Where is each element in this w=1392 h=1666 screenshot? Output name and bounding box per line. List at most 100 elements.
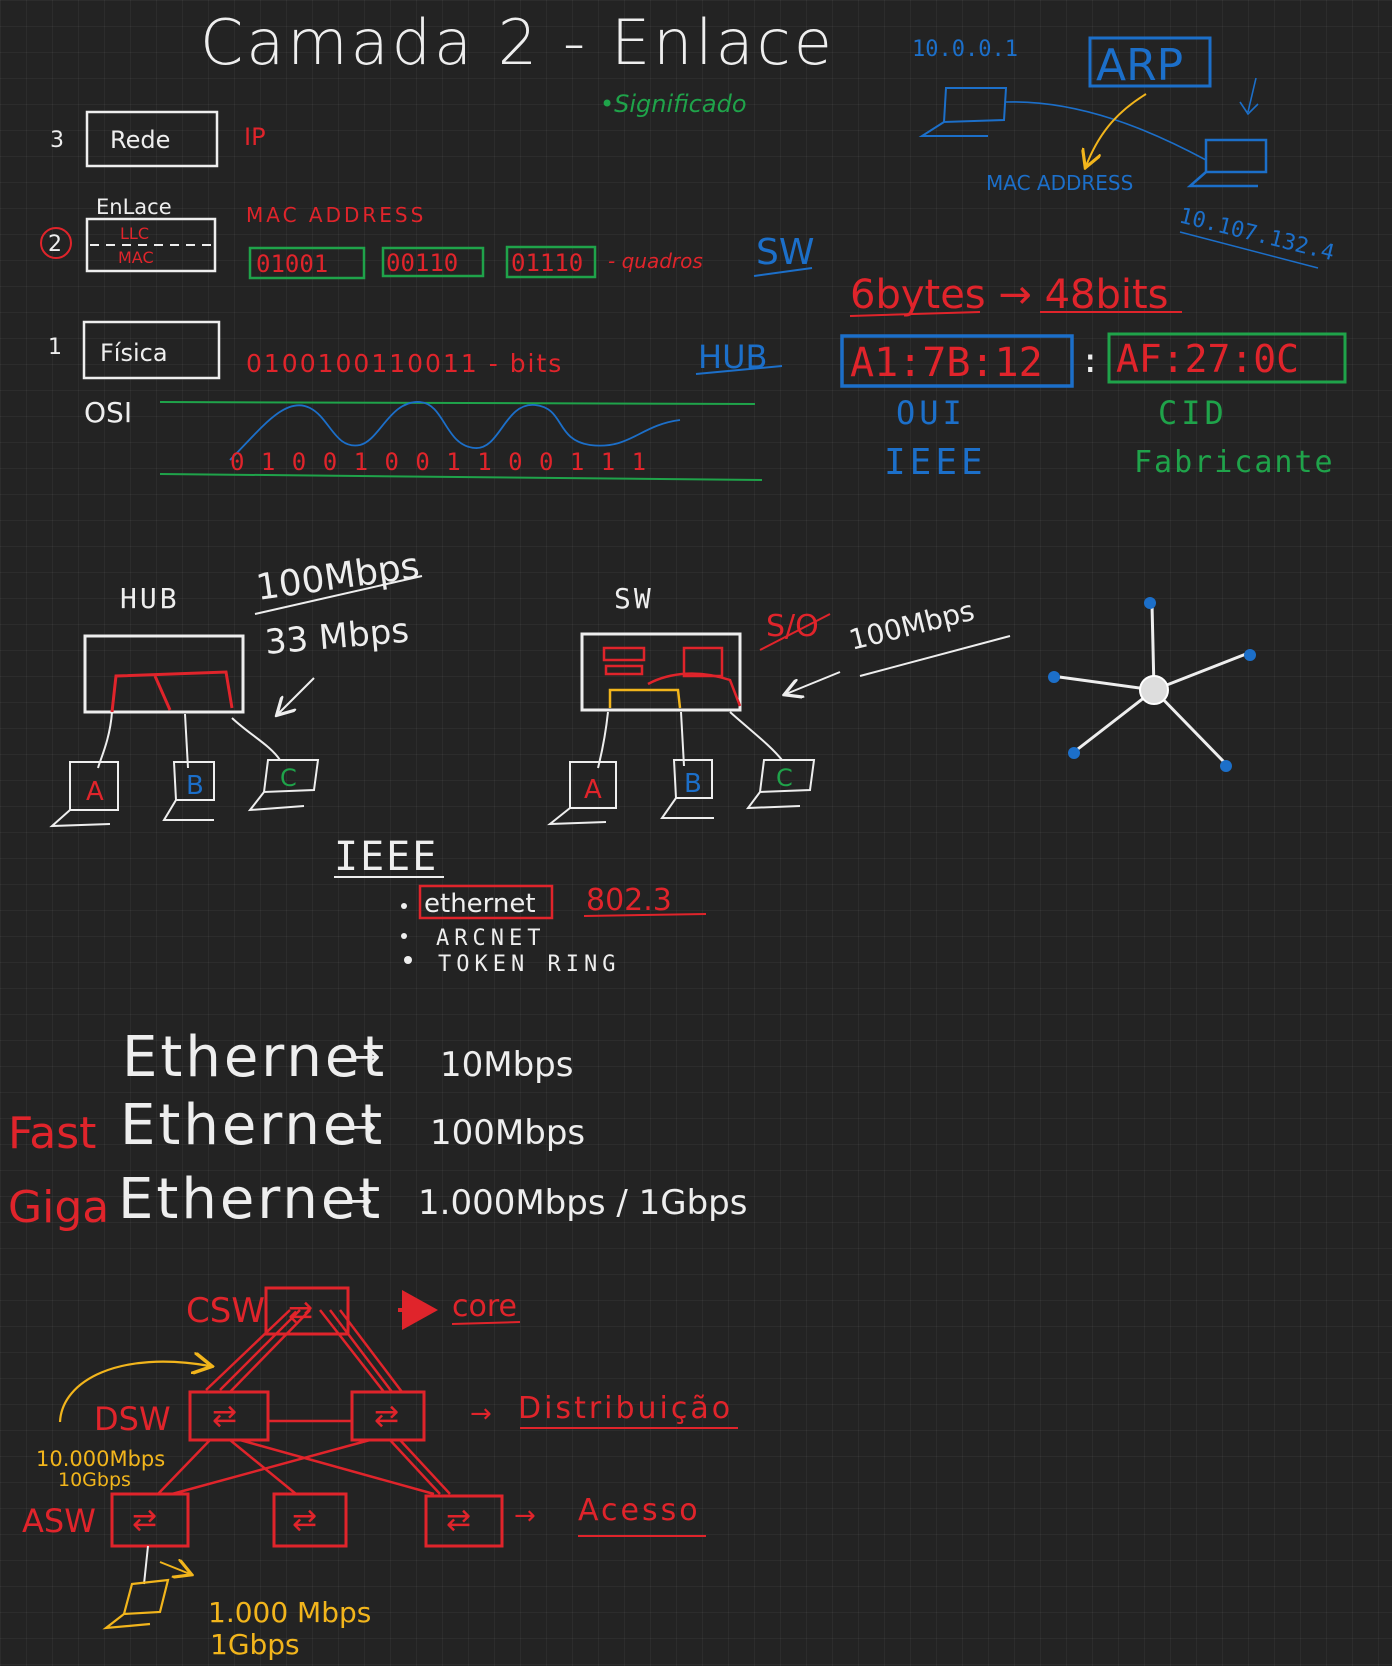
hub-speed: 100Mbps <box>254 545 422 608</box>
asw-arrow: → <box>514 1501 536 1531</box>
hub-pc-b <box>162 761 215 821</box>
layer-2-number: 2 <box>48 232 62 257</box>
star-links <box>1051 603 1247 766</box>
ethernet-code: 802.3 <box>586 883 672 918</box>
switch-port-2 <box>604 664 644 676</box>
arp-ip-left: 10.0.0.1 <box>912 37 1018 62</box>
cid-box <box>1107 332 1347 384</box>
frame-3: 01110 <box>511 249 583 277</box>
asw-switch-3-icon: ⇄ <box>446 1503 471 1538</box>
dsw-switch-right <box>350 1390 426 1442</box>
dsw-switch-right-icon: ⇄ <box>374 1399 399 1434</box>
signal-bottom-line <box>159 473 763 481</box>
arp-pc-right <box>1186 138 1268 188</box>
asw-switch-1 <box>110 1492 190 1548</box>
asw-switch-3 <box>424 1494 504 1548</box>
asw-desc: Acesso <box>578 1493 701 1528</box>
layer-2-name: EnLace <box>96 195 172 219</box>
switch-box <box>580 632 742 712</box>
access-speed: 1.000 Mbps <box>208 1596 371 1629</box>
asw-switch-2-icon: ⇄ <box>292 1503 317 1538</box>
access-laptop <box>102 1578 170 1630</box>
ieee-standard-arcnet: ARCNET <box>436 926 545 951</box>
ethernet-row-1-speed: 10Mbps <box>440 1045 573 1085</box>
subtitle-significado: •Significado <box>600 90 747 118</box>
layer-3-name: Rede <box>110 126 170 154</box>
layer-2-number-circle <box>40 227 72 259</box>
switch-label: SW <box>614 582 654 615</box>
oui-org: IEEE <box>884 442 987 483</box>
star-center-node <box>1139 675 1169 705</box>
cid-label: CID <box>1158 394 1228 432</box>
layer-3-example: IP <box>244 123 266 151</box>
csw-switch-icon: ⇄ <box>288 1295 313 1330</box>
frames-note: - quadros <box>608 249 703 273</box>
switch-port-3 <box>682 646 724 678</box>
ethernet-box <box>418 884 554 920</box>
network-hierarchy: CSW ⇄ core DSW ⇄ ⇄ → Distribuição 10.000… <box>22 1286 738 1661</box>
csw-label: CSW <box>186 1291 265 1331</box>
asw-switch-1-icon: ⇄ <box>132 1503 157 1538</box>
hub-pc-c <box>247 759 320 812</box>
switch-host-b: B <box>684 769 702 799</box>
layer-2-llc: LLC <box>120 224 149 243</box>
ethernet-row-3-arrow: → <box>344 1181 373 1221</box>
hub-host-b: B <box>186 771 204 801</box>
frames-row: 01001 00110 01110 - quadros SW <box>248 232 814 280</box>
hub-bus <box>110 670 234 713</box>
asw-switch-2 <box>272 1492 348 1548</box>
hierarchy-links <box>157 1309 451 1496</box>
uplink-speed-2: 10Gbps <box>58 1469 131 1491</box>
arp-mac-label: MAC ADDRESS <box>986 171 1133 195</box>
ieee-bullet-3 <box>404 956 412 964</box>
mac-separator: : <box>1080 341 1100 381</box>
star-node-1 <box>1144 597 1156 609</box>
signal-top-line <box>159 401 756 405</box>
layer-1-example: 0100100110011 - bits <box>246 349 563 378</box>
hub-pc-a <box>49 761 119 828</box>
oui-box <box>840 334 1074 388</box>
signal-wave <box>229 401 681 461</box>
dsw-label: DSW <box>94 1400 171 1438</box>
oui-value: A1:7B:12 <box>850 340 1043 386</box>
ethernet-row-2-arrow: → <box>348 1107 377 1147</box>
layer-1-number: 1 <box>48 335 62 360</box>
signal-diagram: 0 1 0 0 1 0 0 1 1 0 0 1 1 1 <box>159 401 763 481</box>
star-node-2 <box>1048 671 1060 683</box>
ethernet-row-3-name: Ethernet <box>118 1167 383 1232</box>
hub-shared-arrow <box>278 677 315 714</box>
ieee-bullet-1 <box>401 903 407 909</box>
access-speed-2: 1Gbps <box>210 1628 300 1661</box>
arp-down-arrow <box>1239 77 1259 116</box>
mac-size: 6bytes → 48bits <box>850 272 1169 318</box>
frame-1: 01001 <box>256 250 328 278</box>
frames-device: SW <box>756 232 814 273</box>
hub-cables <box>97 711 281 769</box>
switch-speed-arrow <box>786 671 841 694</box>
arp-box <box>1088 36 1212 88</box>
hub-host-c: C <box>280 764 297 792</box>
arp-pc-left <box>918 87 1008 137</box>
frame-box-1 <box>248 246 366 280</box>
layer-2-example: MAC ADDRESS <box>246 203 426 227</box>
hub-box <box>83 634 245 714</box>
switch-port-1 <box>602 646 646 662</box>
dsw-desc: Distribuição <box>518 1391 733 1426</box>
signal-bits: 0 1 0 0 1 0 0 1 1 0 0 1 1 1 <box>230 448 647 476</box>
ieee-bullet-2 <box>401 933 407 939</box>
star-node-5 <box>1244 649 1256 661</box>
dsw-switch-left <box>188 1390 270 1442</box>
switch-host-c: C <box>776 764 793 792</box>
arp-yellow-arrow <box>1086 93 1147 166</box>
access-cable <box>143 1545 149 1585</box>
arp-ip-underline <box>1179 231 1319 269</box>
sw-underline <box>753 267 813 277</box>
arp-ip-right: 10.107.132.4 <box>1177 204 1337 267</box>
csw-switch <box>264 1286 350 1336</box>
layer-1-box <box>82 320 221 380</box>
layer-2-mac: MAC <box>118 248 154 267</box>
switch-cables <box>597 711 783 769</box>
arp-label: ARP <box>1096 40 1183 91</box>
csw-desc-underline <box>451 1321 521 1325</box>
arp-diagram: 10.0.0.1 ARP MAC ADDRESS 10.107.132.4 <box>912 36 1337 269</box>
